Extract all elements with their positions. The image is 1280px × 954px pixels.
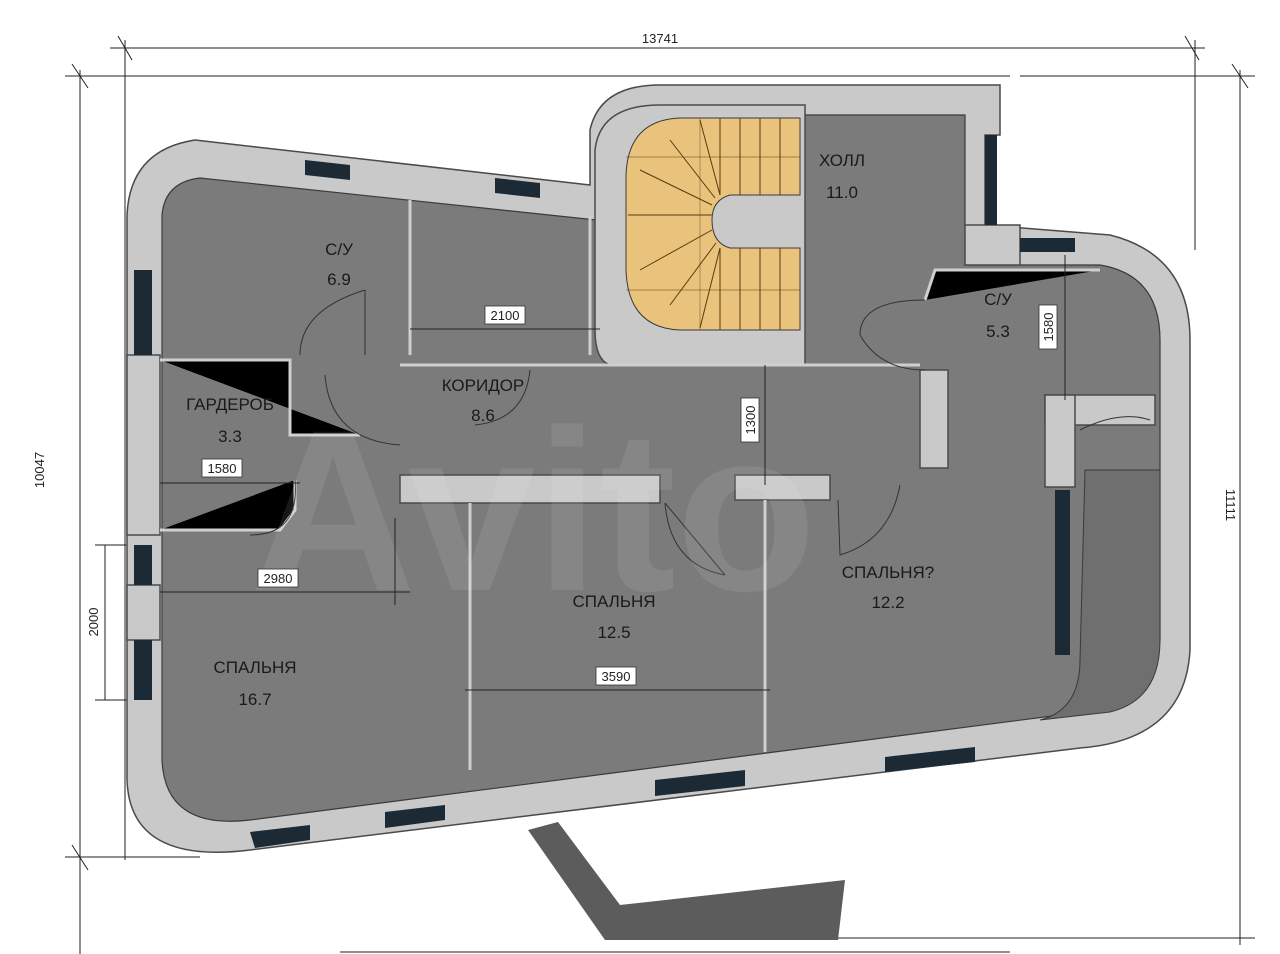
entrance-ramp (528, 822, 845, 940)
room-area: 8.6 (471, 406, 495, 425)
room-name: КОРИДОР (442, 376, 525, 395)
room-name: ХОЛЛ (819, 151, 865, 170)
room-area: 3.3 (218, 427, 242, 446)
room-area: 12.2 (871, 593, 904, 612)
internal-dimensions: 2100 1580 1300 1580 2980 3590 (160, 255, 1066, 691)
watermark: Avito (250, 382, 816, 639)
dim-corridor-width: 2100 (491, 308, 520, 323)
dim-window-left: 2000 (86, 608, 101, 637)
dimension-lines (65, 35, 1255, 954)
dim-right-height: 11111 (1223, 489, 1238, 521)
dim-overall-width: 13741 (642, 31, 678, 46)
dim-bedroom1-width: 2980 (264, 571, 293, 586)
windows (134, 135, 1075, 848)
dim-wardrobe-width: 1580 (208, 461, 237, 476)
dim-left-height: 10047 (32, 452, 47, 488)
room-area: 11.0 (826, 183, 858, 202)
room-name: ГАРДЕРОБ (186, 395, 274, 414)
room-name: СПАЛЬНЯ? (842, 563, 935, 582)
terrace-curve (1039, 469, 1161, 721)
dim-corridor-depth: 1300 (743, 406, 758, 435)
stair-treads (626, 118, 800, 330)
room-area: 6.9 (327, 270, 351, 289)
room-name: С/У (325, 240, 353, 259)
room-name: СПАЛЬНЯ (213, 658, 296, 677)
room-area: 5.3 (986, 322, 1010, 341)
room-name: СПАЛЬНЯ (572, 592, 655, 611)
door-swings (249, 289, 1151, 576)
room-area: 16.7 (238, 690, 271, 709)
room-area: 12.5 (597, 623, 630, 642)
room-name: С/У (984, 290, 1012, 309)
dim-bedroom2-width: 3590 (602, 669, 631, 684)
interior-walls (126, 200, 1156, 770)
dim-bath-right: 1580 (1041, 313, 1056, 342)
staircase (625, 117, 801, 331)
room-labels: С/У 6.9 ХОЛЛ 11.0 С/У 5.3 ГАРДЕРОБ 3.3 К… (186, 151, 1012, 709)
